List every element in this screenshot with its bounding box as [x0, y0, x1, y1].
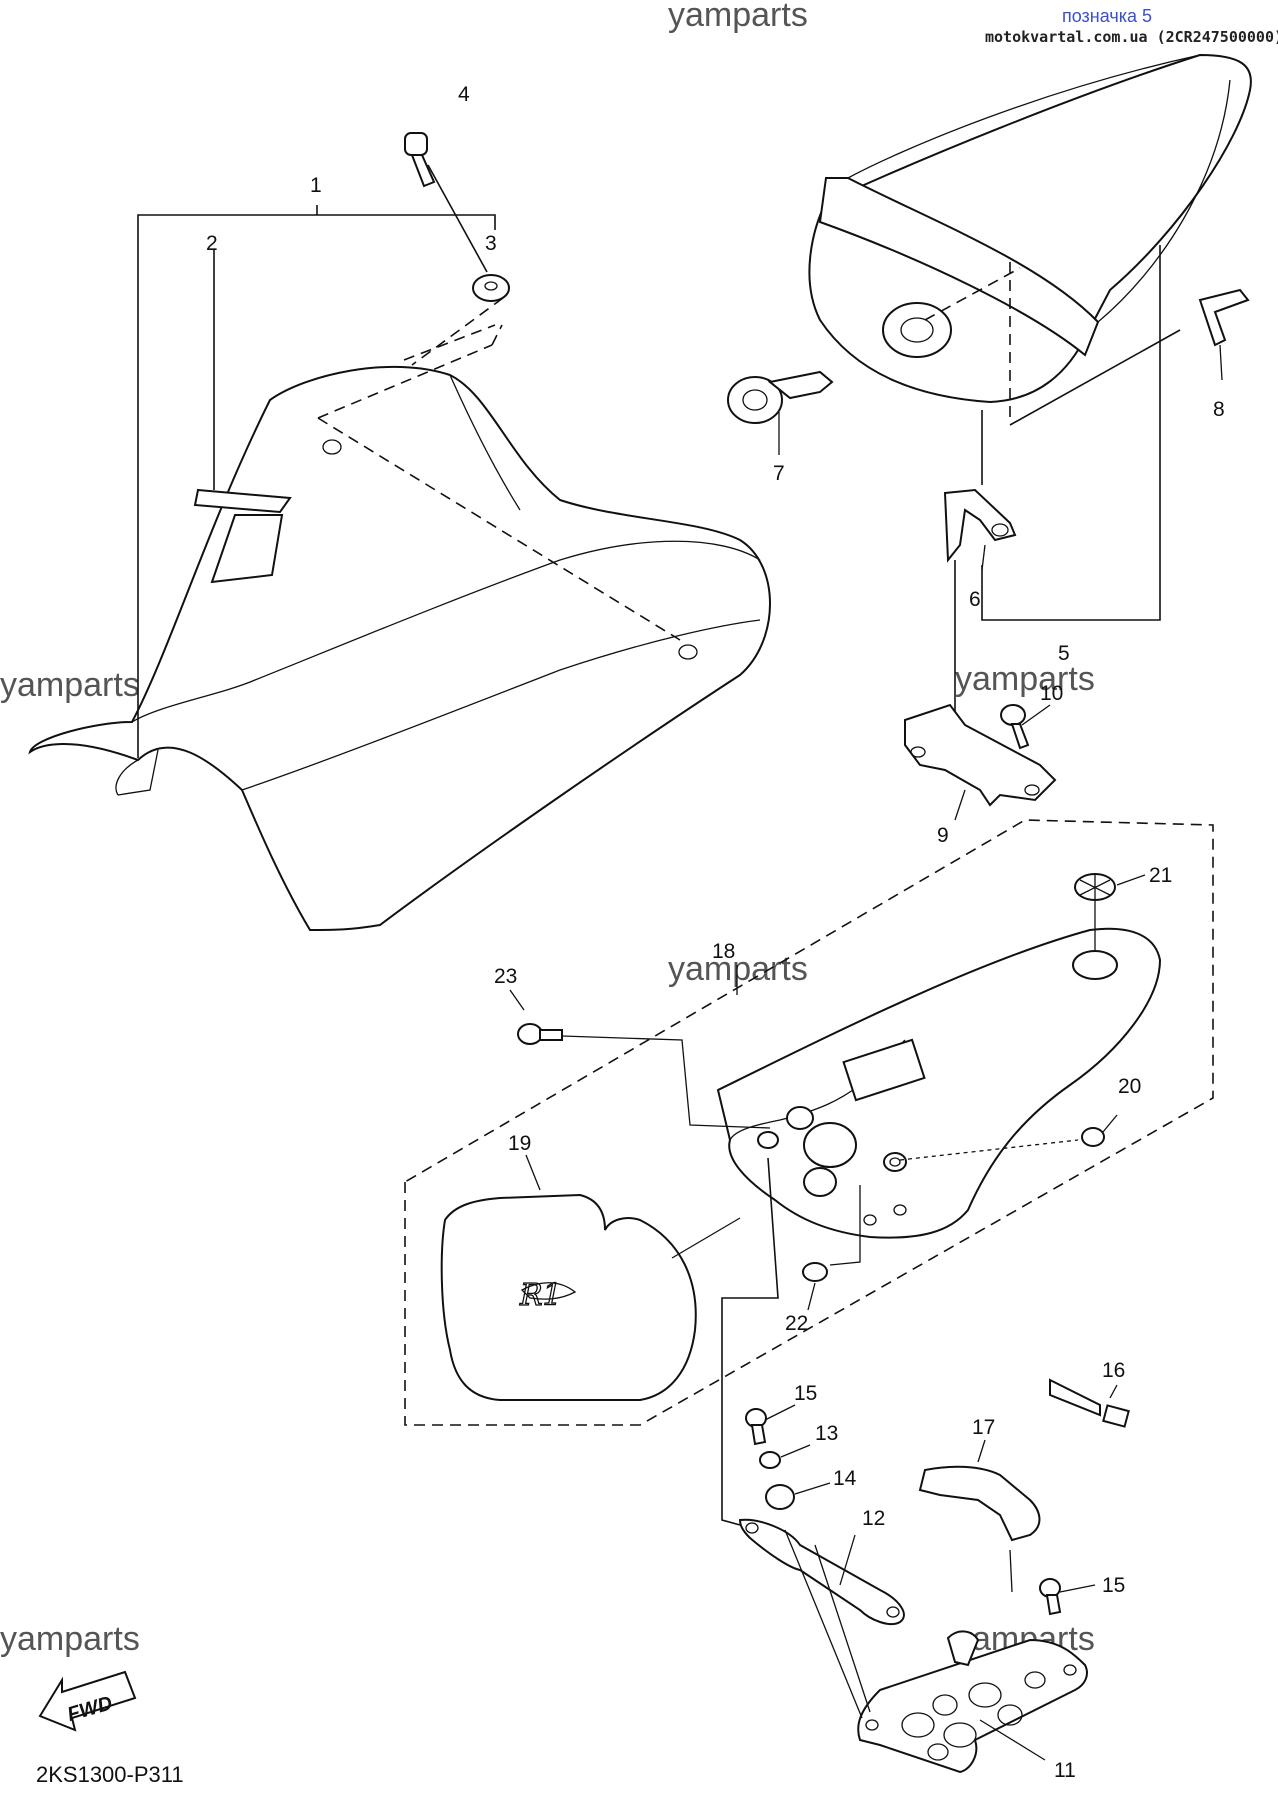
- callout-22: 22: [785, 1312, 808, 1335]
- callout-23: 23: [494, 965, 517, 988]
- callout-6: 6: [969, 588, 981, 611]
- watermark-center: yamparts: [668, 950, 808, 988]
- r1-logo: R1: [519, 1278, 562, 1313]
- watermark-left: yamparts: [0, 666, 140, 704]
- header-label: позначка 5: [1062, 6, 1152, 26]
- callout-9: 9: [937, 824, 949, 847]
- callout-19: 19: [508, 1132, 531, 1155]
- callout-12: 12: [862, 1507, 885, 1530]
- watermark-bottom-left: yamparts: [0, 1620, 140, 1658]
- seat-cowl-group: R1: [404, 819, 1214, 1426]
- callout-4: 4: [458, 83, 470, 106]
- watermark-top: yamparts: [668, 0, 808, 34]
- callout-11: 11: [1054, 1759, 1076, 1782]
- callout-20: 20: [1118, 1075, 1141, 1098]
- callout-15a: 15: [794, 1382, 817, 1405]
- callout-5: 5: [1058, 642, 1070, 665]
- watermark-right: yamparts: [955, 660, 1095, 698]
- rear-seat: [727, 53, 1252, 821]
- callout-8: 8: [1213, 398, 1225, 421]
- callout-2: 2: [206, 232, 218, 255]
- callout-15b: 15: [1102, 1574, 1125, 1597]
- header-site: motokvartal.com.ua (2CR247500000): [985, 28, 1278, 46]
- callout-16: 16: [1102, 1359, 1125, 1382]
- callout-13: 13: [815, 1422, 838, 1445]
- bracket-group: [721, 1157, 1130, 1774]
- fwd-arrow: FWD: [38, 1670, 137, 1732]
- diagram-code: 2KS1300-P311: [36, 1762, 184, 1787]
- callout-14: 14: [833, 1467, 857, 1490]
- front-seat: [28, 132, 771, 932]
- callout-17: 17: [972, 1416, 995, 1439]
- callout-3: 3: [485, 232, 497, 255]
- callout-18: 18: [712, 940, 735, 963]
- callout-10: 10: [1040, 682, 1063, 705]
- callout-21: 21: [1149, 864, 1172, 887]
- callout-7: 7: [773, 462, 785, 485]
- callout-1: 1: [310, 174, 322, 197]
